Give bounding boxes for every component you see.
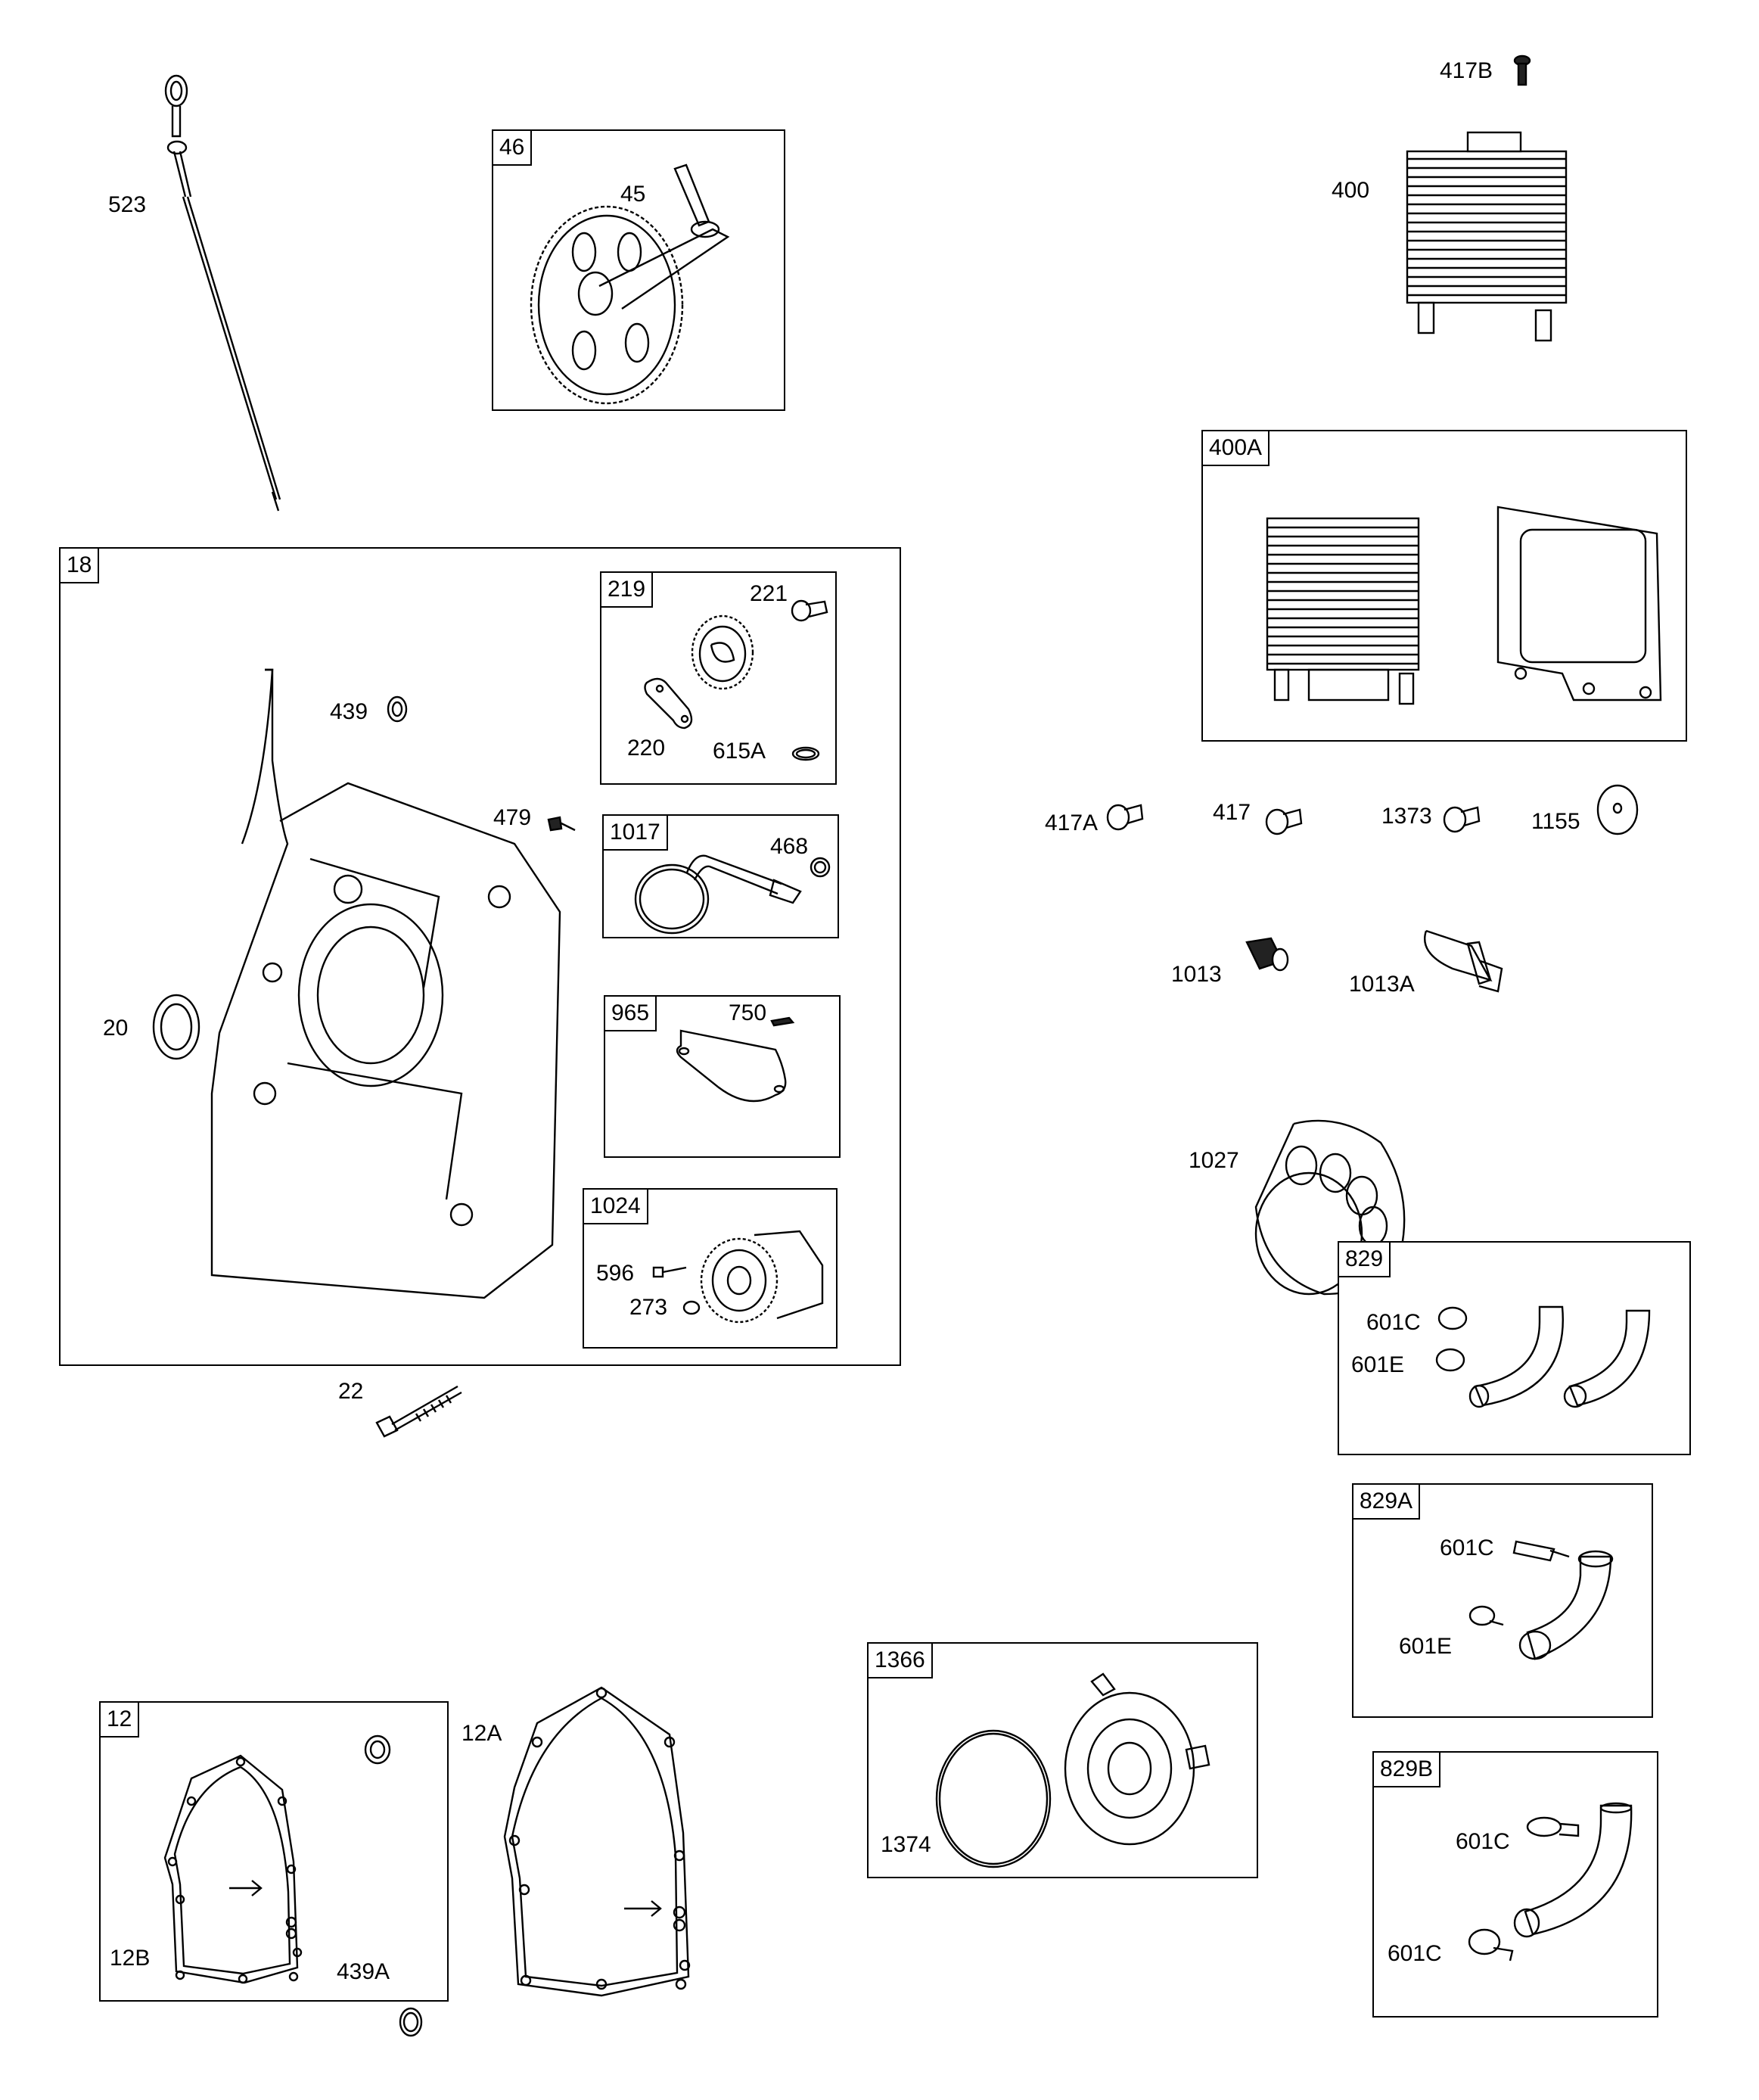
- kit-tag-829: 829: [1339, 1243, 1391, 1277]
- kit-box-400a: 400A: [1201, 430, 1687, 742]
- callout-12b: 12B: [110, 1946, 151, 1971]
- kit-box-12: 12 12B 439A: [99, 1701, 449, 2037]
- kit-box-1024: 1024 596 273: [583, 1188, 838, 1349]
- callout-479: 479: [493, 805, 532, 830]
- hoses-829-part: [1468, 1305, 1651, 1408]
- kit-box-829: 829 601C 601E: [1338, 1241, 1691, 1455]
- callout-12a: 12A: [462, 1721, 502, 1746]
- clamp-601c-829b-bottom-part: [1468, 1928, 1514, 1962]
- dipstick-part: [164, 74, 281, 512]
- camshaft-gear-part: [530, 163, 730, 405]
- screw-417b-part: [1513, 54, 1531, 86]
- kit-box-46: 46 45: [492, 129, 785, 411]
- callout-439a: 439A: [337, 1959, 390, 1984]
- clamp-601c-829a-part: [1512, 1540, 1570, 1562]
- kit-tag-400a: 400A: [1203, 431, 1270, 466]
- screw-417a-part: [1106, 804, 1144, 831]
- washer-1155-part: [1596, 784, 1639, 835]
- callout-468: 468: [770, 834, 809, 859]
- pin-221-part: [791, 599, 828, 622]
- callout-1027: 1027: [1189, 1148, 1239, 1173]
- lever-220-part: [644, 677, 693, 730]
- callout-1155: 1155: [1531, 809, 1580, 834]
- callout-45: 45: [620, 182, 646, 207]
- governor-gear-part: [691, 614, 754, 690]
- callout-417: 417: [1213, 800, 1251, 825]
- clamp-601c-601e-829-part: [1435, 1306, 1468, 1372]
- oil-pump-part: [700, 1230, 824, 1324]
- kit-tag-965: 965: [605, 997, 657, 1031]
- gasket-12a-part: [503, 1686, 691, 1997]
- bolt-22-part: [375, 1385, 462, 1438]
- callout-1013a: 1013A: [1349, 972, 1415, 997]
- oil-pickup-part: [634, 854, 802, 935]
- seal-12-kit-part: [364, 1734, 391, 1765]
- callout-601e-829a: 601E: [1399, 1634, 1453, 1659]
- callout-20: 20: [103, 1016, 129, 1041]
- hose-829a-part: [1518, 1550, 1614, 1660]
- kit-tag-46: 46: [493, 131, 533, 166]
- callout-601e-829: 601E: [1351, 1352, 1405, 1377]
- oring-1374-part: [935, 1729, 1052, 1868]
- callout-22: 22: [338, 1379, 364, 1404]
- kit-tag-1017: 1017: [604, 816, 668, 851]
- clamp-601c-829b-top-part: [1526, 1816, 1580, 1837]
- kit-box-829b: 829B 601C 601C: [1372, 1751, 1658, 2018]
- oil-cooler-bracket-part: [1496, 506, 1662, 702]
- kit-box-1366: 1366 1374: [867, 1642, 1258, 1878]
- hose-829b-part: [1513, 1802, 1633, 1938]
- callout-1374: 1374: [881, 1832, 931, 1857]
- fitting-1013a-part: [1424, 929, 1503, 993]
- gasket-12b-part: [163, 1754, 303, 1984]
- seal-439-part: [387, 695, 408, 723]
- callout-601c-829b-top: 601C: [1456, 1829, 1510, 1854]
- callout-417b: 417B: [1440, 58, 1493, 83]
- kit-tag-829a: 829A: [1353, 1485, 1421, 1520]
- callout-1013: 1013: [1171, 962, 1222, 987]
- clamp-601e-829a-part: [1468, 1605, 1504, 1626]
- kit-box-219: 219 221 220 615A: [600, 571, 837, 785]
- callout-1373: 1373: [1381, 804, 1432, 829]
- callout-601c-829: 601C: [1366, 1310, 1421, 1335]
- callout-601c-829a: 601C: [1440, 1535, 1494, 1560]
- kit-tag-18: 18: [61, 549, 100, 583]
- callout-273: 273: [629, 1295, 668, 1320]
- oil-cooler-kit-cooler-part: [1266, 517, 1420, 705]
- screw-417-part: [1265, 808, 1303, 835]
- fitting-1013-part: [1245, 937, 1289, 972]
- seal-439a-part: [399, 2007, 423, 2037]
- kit-box-829a: 829A 601C 601E: [1352, 1483, 1653, 1718]
- callout-601c-829b-bottom: 601C: [1388, 1941, 1442, 1966]
- seal-20-part: [152, 994, 200, 1060]
- kit-tag-829b: 829B: [1374, 1753, 1441, 1787]
- oring-468-part: [810, 857, 831, 878]
- screw-596-part: [652, 1266, 687, 1278]
- callout-221: 221: [750, 581, 788, 606]
- crankcase-cover-part: [210, 668, 561, 1299]
- callout-400: 400: [1332, 178, 1370, 203]
- kit-tag-1366: 1366: [869, 1644, 933, 1678]
- callout-417a: 417A: [1045, 810, 1099, 835]
- callout-220: 220: [627, 736, 666, 761]
- callout-615a: 615A: [713, 739, 766, 764]
- screw-750-part: [770, 1016, 795, 1027]
- oring-273-part: [682, 1300, 701, 1315]
- kit-box-1017: 1017 468: [602, 814, 839, 938]
- kit-tag-1024: 1024: [584, 1190, 648, 1224]
- bolt-479-part: [547, 816, 576, 832]
- callout-439: 439: [330, 699, 368, 724]
- callout-523: 523: [108, 192, 147, 217]
- kit-box-965: 965 750: [604, 995, 841, 1158]
- callout-750: 750: [729, 1000, 767, 1025]
- kit-tag-219: 219: [601, 573, 654, 608]
- screw-1373-part: [1443, 806, 1481, 833]
- oil-filter-adapter-part: [1064, 1672, 1210, 1846]
- callout-596: 596: [596, 1261, 635, 1286]
- kit-tag-12: 12: [101, 1703, 140, 1738]
- ring-615a-part: [791, 746, 820, 761]
- oil-cooler-part: [1406, 131, 1568, 342]
- kit-box-18: 18 439 479 20 219 221 220 615A 1017 468: [59, 547, 901, 1366]
- plate-965-part: [676, 1029, 787, 1103]
